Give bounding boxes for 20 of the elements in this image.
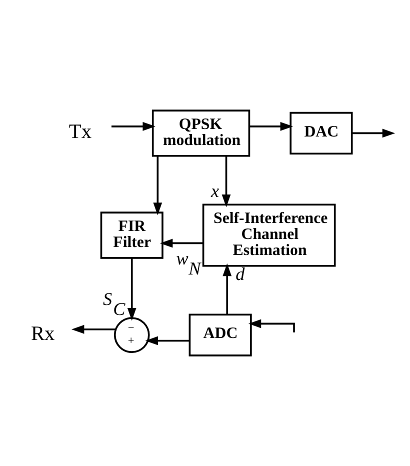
node-box: ADC bbox=[188, 314, 252, 356]
node-box: QPSK modulation bbox=[152, 110, 250, 157]
node-box: FIR Filter bbox=[100, 212, 164, 259]
arrow bbox=[71, 324, 116, 334]
node-text: Tx bbox=[68, 121, 92, 144]
node-circle: − + bbox=[114, 317, 150, 353]
arrow bbox=[352, 128, 396, 138]
node-box: DAC bbox=[290, 112, 353, 155]
arrow bbox=[160, 238, 204, 248]
arrow bbox=[248, 319, 295, 332]
arrow bbox=[222, 263, 232, 314]
arrow bbox=[249, 122, 294, 131]
node-text: Rx bbox=[30, 323, 55, 346]
arrow bbox=[145, 336, 190, 346]
arrow bbox=[127, 258, 136, 321]
arrow bbox=[153, 156, 162, 216]
edge-label: x bbox=[210, 181, 219, 202]
arrow bbox=[111, 122, 156, 131]
node-box: Self-Interference Channel Estimation bbox=[202, 204, 336, 267]
arrow bbox=[222, 156, 231, 208]
